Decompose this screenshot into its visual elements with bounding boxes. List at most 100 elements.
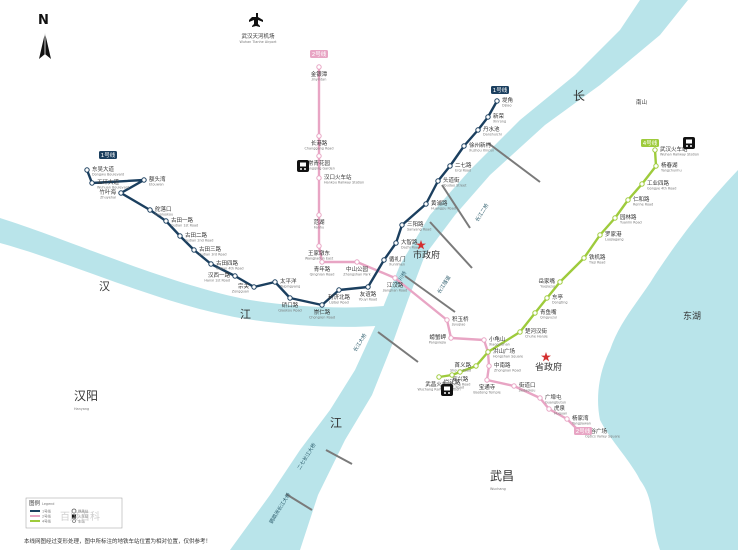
line2-station-2[interactable]: [316, 133, 322, 139]
line1-station-19[interactable]: [399, 222, 405, 228]
line2-station-3[interactable]: [316, 153, 322, 159]
line4-station-1[interactable]: [652, 147, 658, 153]
line2-station-16[interactable]: [511, 383, 517, 389]
line2-station-label-18: 虎泉: [554, 404, 566, 412]
han-river: [0, 218, 402, 327]
line2-station-label-2: 长港路: [311, 139, 328, 147]
line2-station-6[interactable]: [316, 243, 322, 249]
line4-station-label-en-4: Renhe Road: [633, 203, 653, 207]
line2-station-label-17: 广埠屯: [545, 393, 562, 401]
government-markers: 市政府 省政府: [413, 240, 562, 373]
line1-station-4[interactable]: [118, 190, 124, 196]
line4-station-label-1: 武汉火车站: [660, 145, 688, 153]
line4-station-label-4: 仁和路: [633, 195, 650, 203]
line1-station-1[interactable]: [84, 167, 90, 173]
line2-station-label-20: 光谷广场: [585, 427, 608, 435]
line4-station-label-en-16: Wuchang Railway Station: [417, 388, 460, 392]
line1-station-24[interactable]: [475, 127, 481, 133]
line4-station-13[interactable]: [473, 363, 479, 369]
line2-station-12[interactable]: [481, 337, 487, 343]
line4-station-label-2: 杨春湖: [661, 161, 678, 169]
line1-station-18[interactable]: [393, 240, 399, 246]
line4-station-7[interactable]: [581, 255, 587, 261]
line2-station-label-en-12: Xiaoguishan: [489, 343, 510, 347]
line2-station-5[interactable]: [316, 212, 322, 218]
line4-station-11[interactable]: [517, 329, 523, 335]
line4-station-4[interactable]: [625, 197, 631, 203]
wuchang-label: 武昌: [490, 469, 514, 483]
line4-station-9[interactable]: [544, 295, 550, 301]
line1-station-11[interactable]: [251, 284, 257, 290]
line2-station-label-9: 江汉路: [387, 281, 404, 289]
line4-station-2[interactable]: [653, 163, 659, 169]
line1-station-16[interactable]: [365, 284, 371, 290]
line1-station-label-14: 崇仁路: [314, 308, 331, 316]
line1-station-23[interactable]: [461, 143, 467, 149]
line2-station-label-6: 王家墩东: [308, 249, 331, 257]
line4-station-6[interactable]: [597, 232, 603, 238]
line1-station-17[interactable]: [381, 257, 387, 263]
line2-station-15[interactable]: [484, 377, 490, 383]
line1-station-7[interactable]: [177, 233, 183, 239]
line4-station-label-15: 拦江路: [444, 378, 461, 386]
line1-station-25[interactable]: [485, 114, 491, 120]
line4-station-16[interactable]: [436, 374, 442, 380]
line4-station-10[interactable]: [532, 310, 538, 316]
line4-badge: [641, 139, 659, 147]
line4-station-5[interactable]: [612, 215, 618, 221]
bridge-label-2: 长江隧道: [436, 274, 453, 295]
line4-station-15[interactable]: [449, 372, 455, 378]
line1-station-20[interactable]: [423, 201, 429, 207]
line2-station-label-en-13: Hongshan Square: [493, 355, 523, 359]
bridge-4: [404, 275, 456, 313]
line2-station-label-en-11: Pangxiejia: [429, 341, 446, 345]
line1-station-15[interactable]: [336, 287, 342, 293]
line1-station-label-en-14: Chongren Road: [309, 316, 335, 320]
line4-station-8[interactable]: [557, 279, 563, 285]
line4-station-label-en-11: Chuhe Hanjie: [525, 335, 548, 339]
line2-station-14[interactable]: [486, 363, 492, 369]
line1-station-6[interactable]: [163, 218, 169, 224]
line1-station-21[interactable]: [435, 178, 441, 184]
line2-station-19[interactable]: [564, 416, 570, 422]
line1-station-2[interactable]: [89, 180, 95, 186]
line4-station-12[interactable]: [485, 349, 491, 355]
line2-station-10[interactable]: [444, 317, 450, 323]
line1-station-label-4: 竹叶海: [99, 188, 116, 196]
line1-station-3[interactable]: [141, 177, 147, 183]
line4-station-label-en-9: Dongting: [552, 301, 568, 305]
line1-station-label-en-24: Danshuichi: [483, 133, 502, 137]
line1-station-12[interactable]: [272, 279, 278, 285]
line1-station-label-en-8: Gutian 3rd Road: [199, 253, 227, 257]
line1-station-14[interactable]: [319, 302, 325, 308]
line4-station-label-13: 首义路: [454, 361, 471, 369]
line1-station-label-18: 大智路: [401, 238, 418, 246]
line2-station-11[interactable]: [448, 335, 454, 341]
line2-station-4[interactable]: [316, 175, 322, 181]
line4-station-3[interactable]: [639, 181, 645, 187]
train-icon: [683, 137, 695, 149]
line1-station-22[interactable]: [447, 163, 453, 169]
line1-station-13[interactable]: [287, 295, 293, 301]
line2-station-9[interactable]: [392, 275, 398, 281]
legend-transfer-swatch: [71, 508, 77, 514]
line1-station-5[interactable]: [147, 207, 153, 213]
province-gov-label: 省政府: [535, 361, 562, 373]
line2-station-1[interactable]: [316, 64, 322, 70]
line1-station-label-12: 太平洋: [280, 277, 297, 285]
line4-station-label-en-14: Fuxing Road: [450, 383, 471, 387]
line2-station-label-en-5: Fanhu: [314, 226, 324, 230]
line2-station-7[interactable]: [319, 259, 325, 265]
line1-station-26[interactable]: [494, 98, 500, 104]
bridges: [285, 142, 541, 511]
line2-station-label-en-6: Wangjiadun East: [305, 257, 334, 261]
line2-station-17[interactable]: [537, 395, 543, 401]
line2-station-18[interactable]: [546, 406, 552, 412]
line1-station-label-en-3: Etouwan: [149, 183, 164, 187]
line1-station-8[interactable]: [191, 247, 197, 253]
line1-station-9[interactable]: [208, 261, 214, 267]
line2-station-8[interactable]: [354, 259, 360, 265]
line1-station-10[interactable]: [232, 273, 238, 279]
line4-station-14[interactable]: [457, 369, 463, 375]
